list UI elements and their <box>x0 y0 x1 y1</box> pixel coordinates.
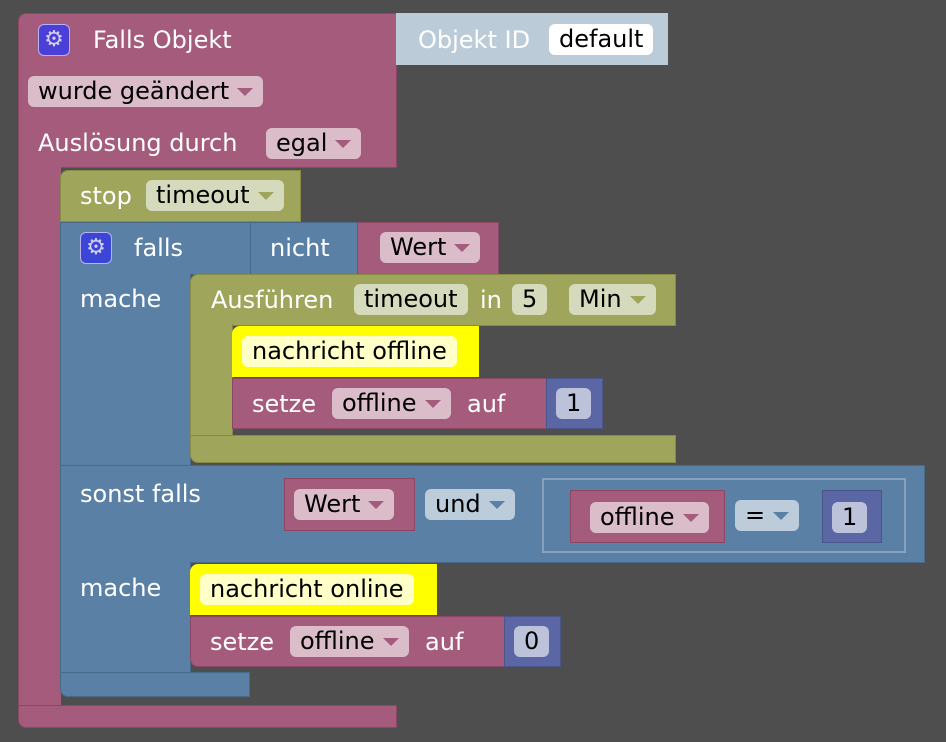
chevron-down-icon <box>237 88 254 96</box>
event-block-footer <box>18 705 397 728</box>
chevron-down-icon <box>257 192 274 200</box>
compare-operator-value: = <box>745 501 766 529</box>
chevron-down-icon <box>629 296 646 304</box>
variable-dropdown[interactable]: offline <box>590 502 709 533</box>
run-timeout-footer <box>190 435 676 463</box>
stop-label: stop <box>80 182 132 210</box>
not-block[interactable] <box>250 222 358 275</box>
number-value: 0 <box>524 627 540 655</box>
object-id-field[interactable]: default <box>549 24 654 55</box>
chevron-down-icon <box>382 638 399 646</box>
run-timeout-column <box>190 324 233 437</box>
in-label: in <box>480 286 502 314</box>
object-id-label: Objekt ID <box>418 26 531 54</box>
chevron-down-icon <box>682 514 699 522</box>
number-value: 1 <box>566 389 582 417</box>
run-label: Ausführen <box>211 286 334 314</box>
set-label: setze <box>210 628 275 656</box>
if-label: falls <box>134 234 183 262</box>
object-id-value: default <box>559 25 644 53</box>
do-label-2: mache <box>80 574 162 602</box>
change-mode-dropdown[interactable]: wurde geändert <box>28 76 264 107</box>
timeout-name-value: timeout <box>364 285 458 313</box>
variable-value: Wert <box>304 490 361 518</box>
comment-text: nachricht offline <box>252 337 447 365</box>
compare-operator-dropdown[interactable]: = <box>735 500 800 531</box>
change-mode-value: wurde geändert <box>38 77 230 105</box>
trigger-dropdown[interactable]: egal <box>266 128 362 159</box>
number-value: 1 <box>842 503 858 531</box>
if-block-footer <box>60 672 250 697</box>
do-label: mache <box>80 285 162 313</box>
set-variable-dropdown[interactable]: offline <box>332 388 451 419</box>
if-block-column <box>60 274 191 466</box>
stop-timeout-value: timeout <box>156 181 250 209</box>
if-block-column-2 <box>60 562 191 674</box>
set-label: setze <box>252 390 317 418</box>
variable-value: offline <box>600 503 675 531</box>
chevron-down-icon <box>335 140 352 148</box>
to-label: auf <box>425 628 464 656</box>
chevron-down-icon <box>773 512 790 520</box>
timeout-name-field[interactable]: timeout <box>354 284 468 315</box>
event-block-body <box>18 166 61 708</box>
comment-field[interactable]: nachricht online <box>200 574 414 605</box>
set-variable-value: offline <box>300 627 375 655</box>
chevron-down-icon <box>424 400 441 408</box>
timeout-value-field[interactable]: 5 <box>512 284 548 315</box>
variable-dropdown[interactable]: Wert <box>380 232 481 263</box>
chevron-down-icon <box>488 501 505 509</box>
to-label: auf <box>467 390 506 418</box>
comment-text: nachricht online <box>210 575 404 603</box>
gear-icon[interactable]: ⚙ <box>80 232 112 264</box>
variable-value: Wert <box>390 233 447 261</box>
set-variable-dropdown[interactable]: offline <box>290 626 409 657</box>
timeout-value: 5 <box>522 285 538 313</box>
trigger-label: Auslösung durch <box>38 129 238 157</box>
number-field[interactable]: 1 <box>556 388 592 419</box>
timeout-unit-dropdown[interactable]: Min <box>569 284 656 315</box>
comment-field[interactable]: nachricht offline <box>242 336 457 367</box>
set-variable-value: offline <box>342 389 417 417</box>
variable-dropdown[interactable]: Wert <box>294 489 395 520</box>
chevron-down-icon <box>454 244 471 252</box>
logic-operator-value: und <box>435 490 481 518</box>
logic-operator-dropdown[interactable]: und <box>425 489 515 520</box>
trigger-value: egal <box>276 129 328 157</box>
number-field[interactable]: 0 <box>514 626 550 657</box>
not-label: nicht <box>270 234 330 262</box>
stop-timeout-dropdown[interactable]: timeout <box>146 180 284 211</box>
number-field[interactable]: 1 <box>832 502 868 533</box>
gear-icon[interactable]: ⚙ <box>38 24 70 56</box>
timeout-unit-value: Min <box>579 285 622 313</box>
event-title: Falls Objekt <box>93 26 232 54</box>
elseif-label: sonst falls <box>80 480 201 508</box>
chevron-down-icon <box>368 501 385 509</box>
